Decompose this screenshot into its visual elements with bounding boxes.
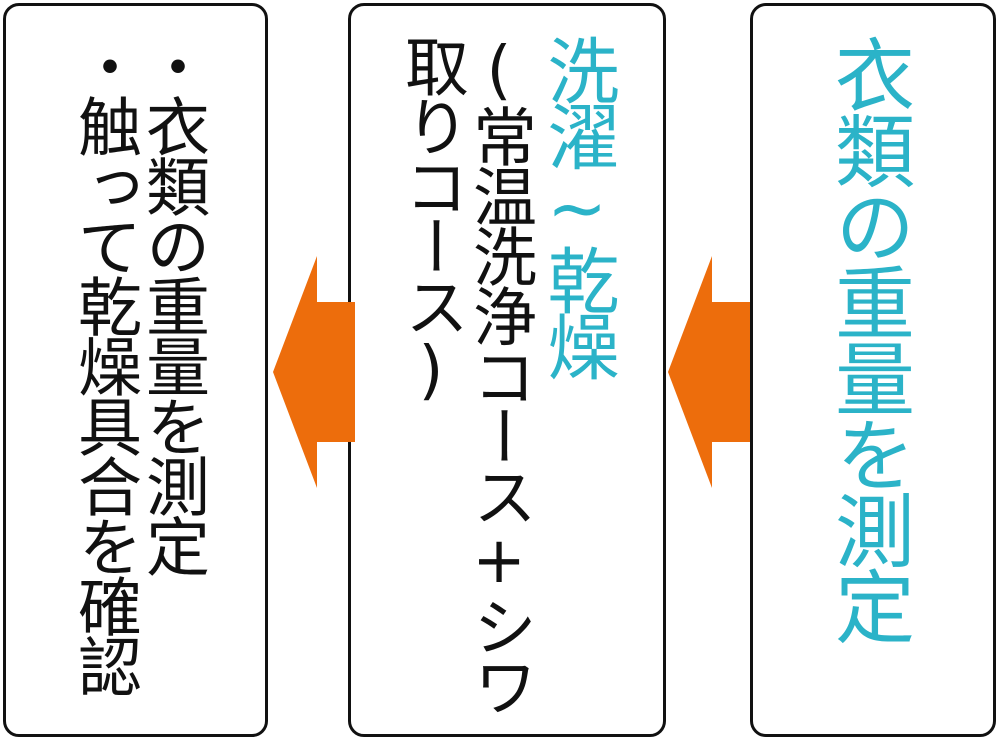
step-1-title: 衣類の重量を測定 — [822, 34, 915, 642]
step-1-box: 衣類の重量を測定 — [750, 3, 996, 737]
step-3-bullet-1: ・衣類の重量を測定 — [135, 34, 209, 574]
left-arrow-icon — [273, 256, 355, 488]
step-3-bullet-2: ・触って乾燥具合を確認 — [67, 34, 141, 694]
left-arrow-icon — [668, 256, 750, 488]
step-3-box: ・衣類の重量を測定 ・触って乾燥具合を確認 — [3, 3, 268, 737]
step-2-title: 洗濯~乾燥 — [535, 34, 619, 376]
step-2-box: 洗濯~乾燥 (常温洗浄コース+シワ 取りコース) — [348, 3, 666, 737]
step-2-detail-line-1: (常温洗浄コース+シワ — [462, 34, 536, 714]
step-2-detail-line-2: 取りコース) — [394, 34, 468, 404]
